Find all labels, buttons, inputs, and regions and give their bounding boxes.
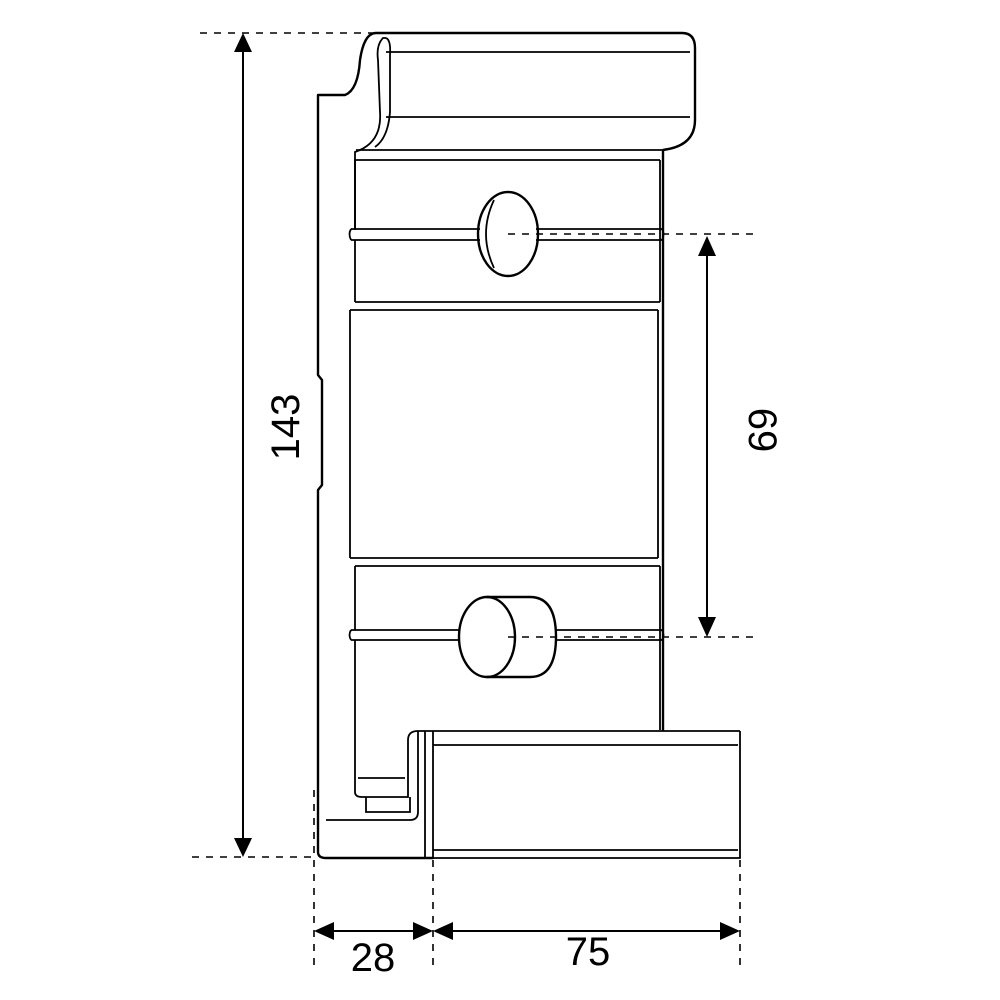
arrow-left-icon <box>314 922 334 940</box>
dimension-overall-height: 143 <box>234 33 308 857</box>
dimension-left-width: 28 <box>314 922 433 980</box>
bracket-body <box>316 31 741 860</box>
dimension-hole-spacing: 69 <box>698 236 784 637</box>
arrow-down-icon <box>234 838 252 857</box>
arrow-left-icon <box>433 922 453 940</box>
extension-lines <box>192 32 756 968</box>
dimension-label-left-width: 28 <box>351 936 396 980</box>
arrow-right-icon <box>720 922 740 940</box>
arrow-up-icon <box>698 236 716 256</box>
dimension-label-spacing: 69 <box>740 408 784 453</box>
arrow-down-icon <box>698 617 716 637</box>
arrow-right-icon <box>413 922 433 940</box>
dimension-label-height: 143 <box>264 394 308 461</box>
arrow-up-icon <box>234 33 252 52</box>
dimension-label-right-width: 75 <box>566 930 611 974</box>
dimension-right-width: 75 <box>433 922 740 974</box>
